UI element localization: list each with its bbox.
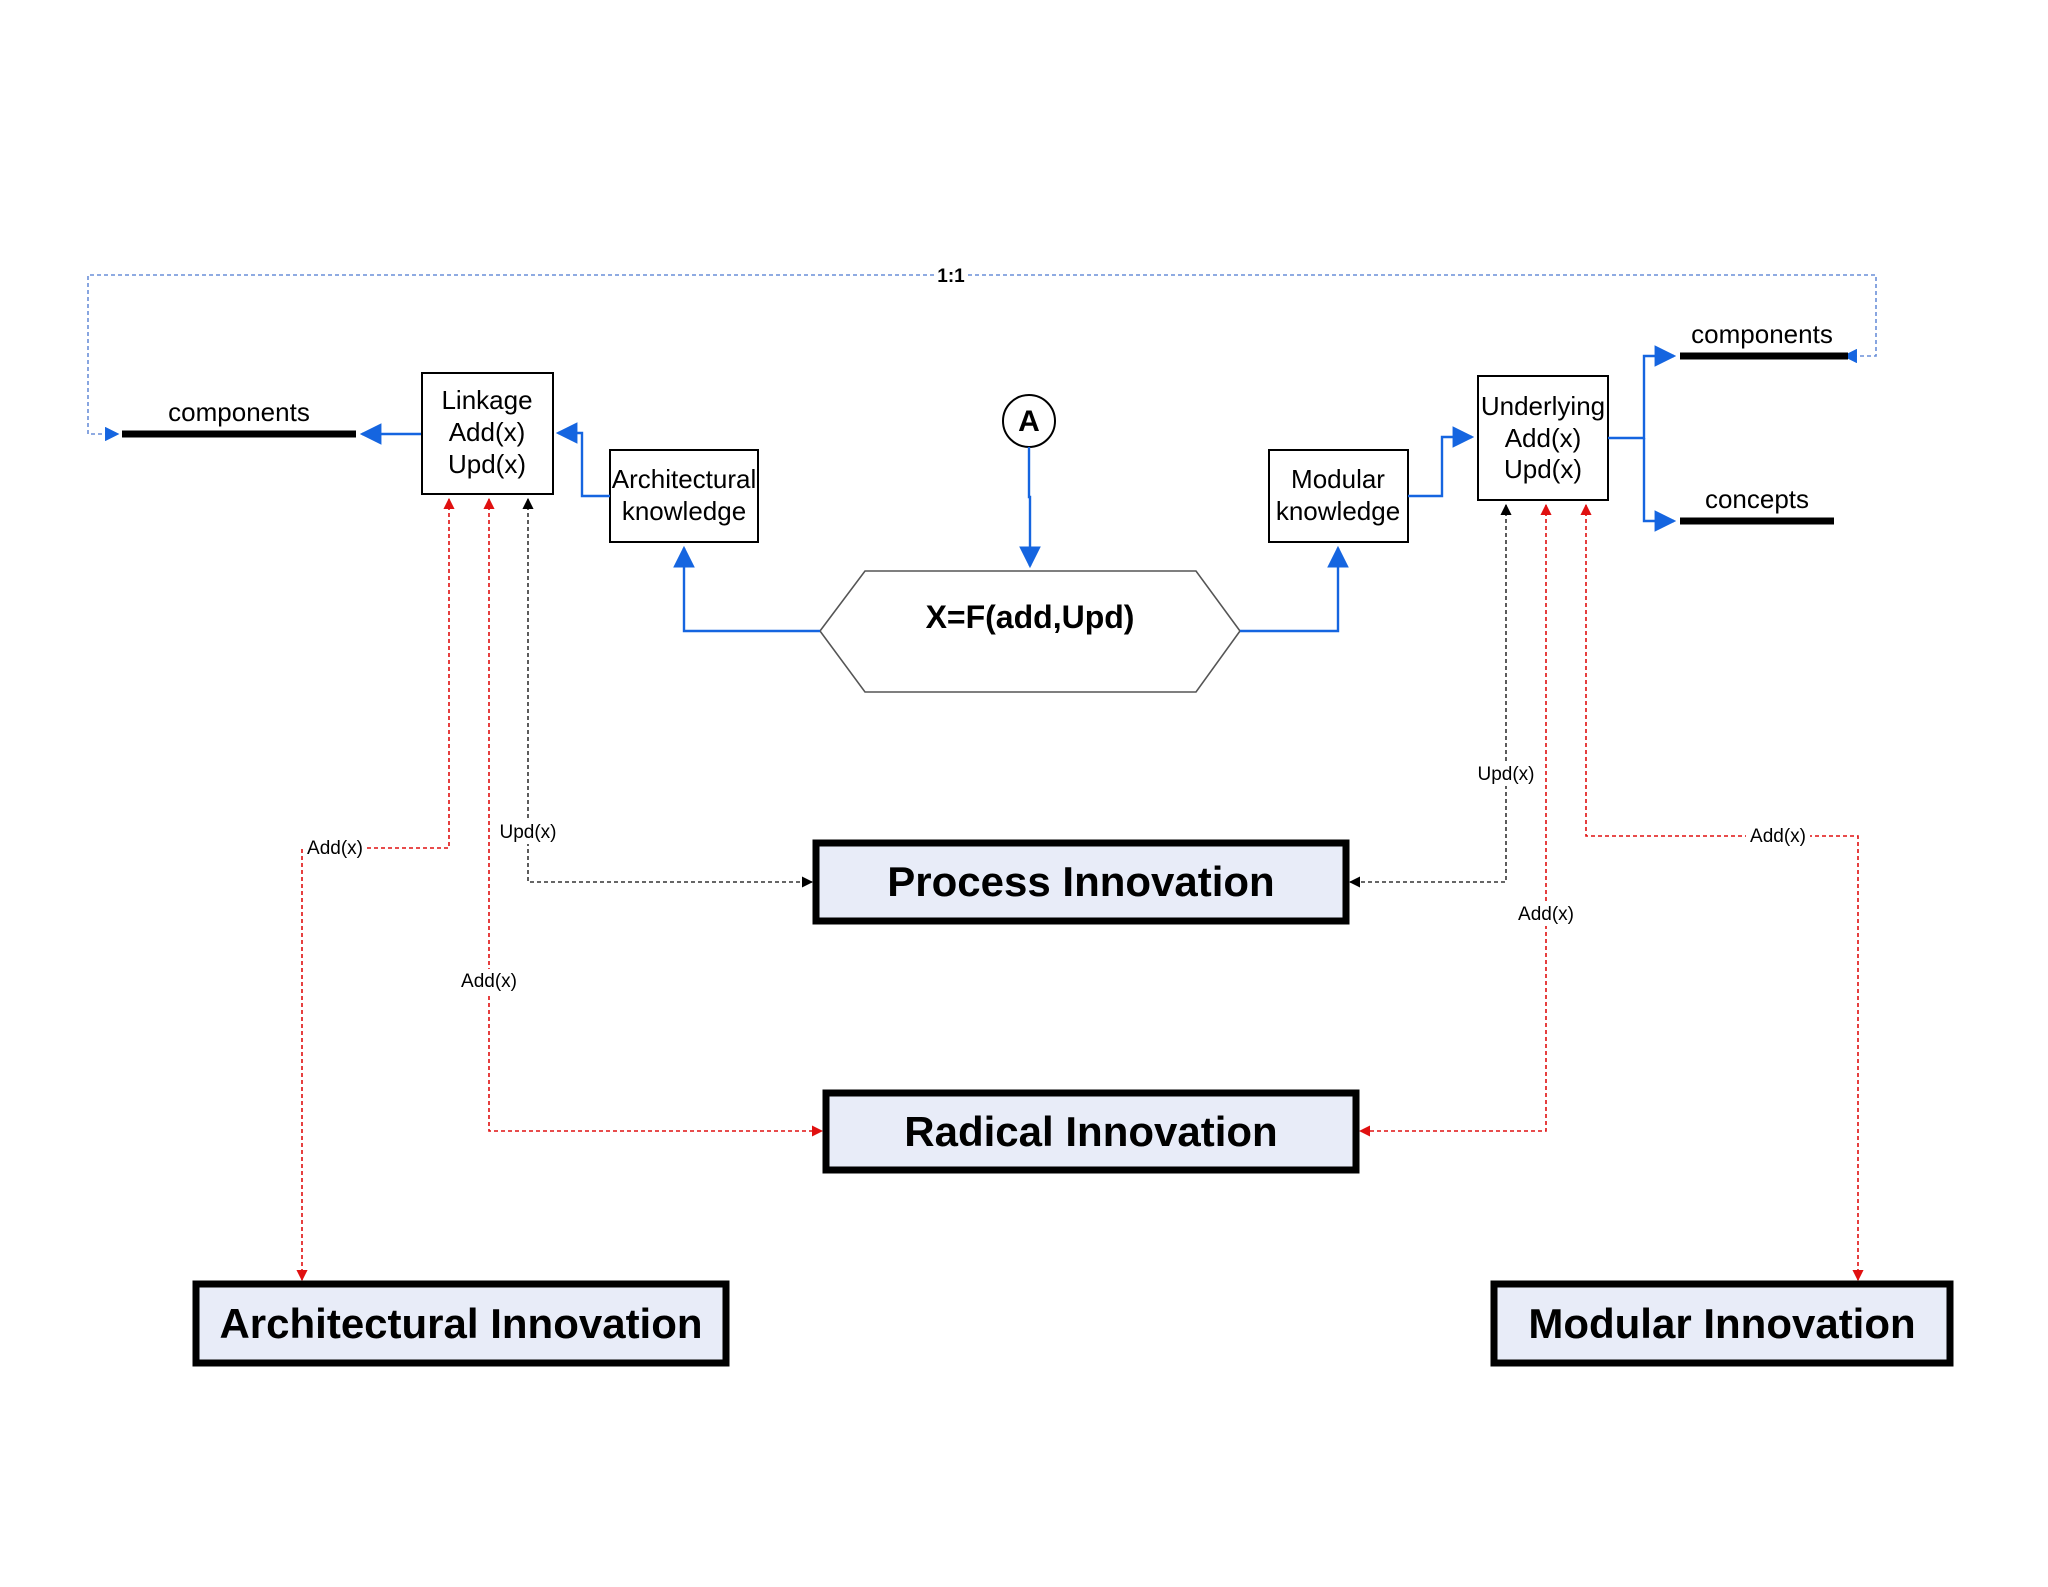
- left-components-label: components: [168, 397, 310, 427]
- function-hexagon: X=F(add,Upd): [819, 570, 1241, 693]
- radical-innovation-box: Radical Innovation: [822, 1089, 1360, 1174]
- underlying-add: Add(x): [1505, 423, 1582, 453]
- underlying-to-components-arrow: [1608, 345, 1677, 440]
- one-to-one-label: 1:1: [937, 266, 965, 287]
- modular-innovation-box: Modular Innovation: [1490, 1280, 1954, 1367]
- edge-label-right-upd-process: Upd(x): [1477, 764, 1534, 785]
- edge-label-right-add-modular: Add(x): [1750, 826, 1806, 847]
- radical-innovation-label: Radical Innovation: [904, 1108, 1277, 1155]
- edge-label-left-upd-process: Upd(x): [499, 822, 556, 843]
- function-to-modular-knowledge-arrow: [1240, 545, 1349, 633]
- arch-knowledge-to-linkage-arrow: [555, 422, 610, 498]
- linkage-title: Linkage: [441, 385, 532, 415]
- circle-to-function-arrow: [1019, 447, 1041, 569]
- circle-a-label: A: [1018, 405, 1040, 438]
- concepts-bar: concepts: [1680, 484, 1834, 525]
- linkage-add: Add(x): [449, 417, 526, 447]
- one-to-one-link: 1:1: [87, 266, 1877, 442]
- right-components-bar: components: [1680, 319, 1848, 360]
- linkage-to-process-innovation-link: [522, 497, 814, 888]
- underlying-to-modular-innovation-link: [1580, 503, 1864, 1282]
- modular-knowledge-line2: knowledge: [1276, 496, 1400, 526]
- modular-innovation-label: Modular Innovation: [1528, 1300, 1915, 1347]
- underlying-to-radical-innovation-link: [1358, 503, 1552, 1137]
- linkage-upd: Upd(x): [448, 449, 526, 479]
- underlying-to-process-innovation-link: [1348, 503, 1512, 888]
- architectural-knowledge-line2: knowledge: [622, 496, 746, 526]
- linkage-box: Linkage Add(x) Upd(x): [421, 372, 554, 495]
- modular-knowledge-line1: Modular: [1291, 464, 1385, 494]
- modular-knowledge-to-underlying-arrow: [1408, 426, 1475, 498]
- edge-label-left-add-arch: Add(x): [307, 838, 363, 859]
- concepts-label: concepts: [1705, 484, 1809, 514]
- process-innovation-label: Process Innovation: [887, 858, 1274, 905]
- circle-a-node: A: [1002, 394, 1056, 448]
- underlying-upd: Upd(x): [1504, 454, 1582, 484]
- linkage-to-radical-innovation-link: [483, 497, 824, 1137]
- architectural-innovation-box: Architectural Innovation: [192, 1280, 730, 1367]
- function-label: X=F(add,Upd): [926, 599, 1135, 635]
- underlying-box: Underlying Add(x) Upd(x): [1477, 375, 1609, 501]
- modular-knowledge-box: Modular knowledge: [1268, 449, 1409, 543]
- architectural-knowledge-box: Architectural knowledge: [609, 449, 759, 543]
- right-components-label: components: [1691, 319, 1833, 349]
- edge-label-left-add-radical: Add(x): [461, 971, 517, 992]
- architectural-knowledge-line1: Architectural: [612, 464, 757, 494]
- underlying-to-concepts-arrow: [1642, 438, 1677, 532]
- edge-label-right-add-radical: Add(x): [1518, 904, 1574, 925]
- left-components-bar: components: [122, 397, 356, 438]
- linkage-to-arch-innovation-link: [296, 497, 455, 1282]
- function-to-arch-knowledge-arrow: [673, 545, 820, 633]
- architectural-innovation-label: Architectural Innovation: [219, 1300, 702, 1347]
- underlying-title: Underlying: [1481, 391, 1605, 421]
- process-innovation-box: Process Innovation: [812, 839, 1350, 925]
